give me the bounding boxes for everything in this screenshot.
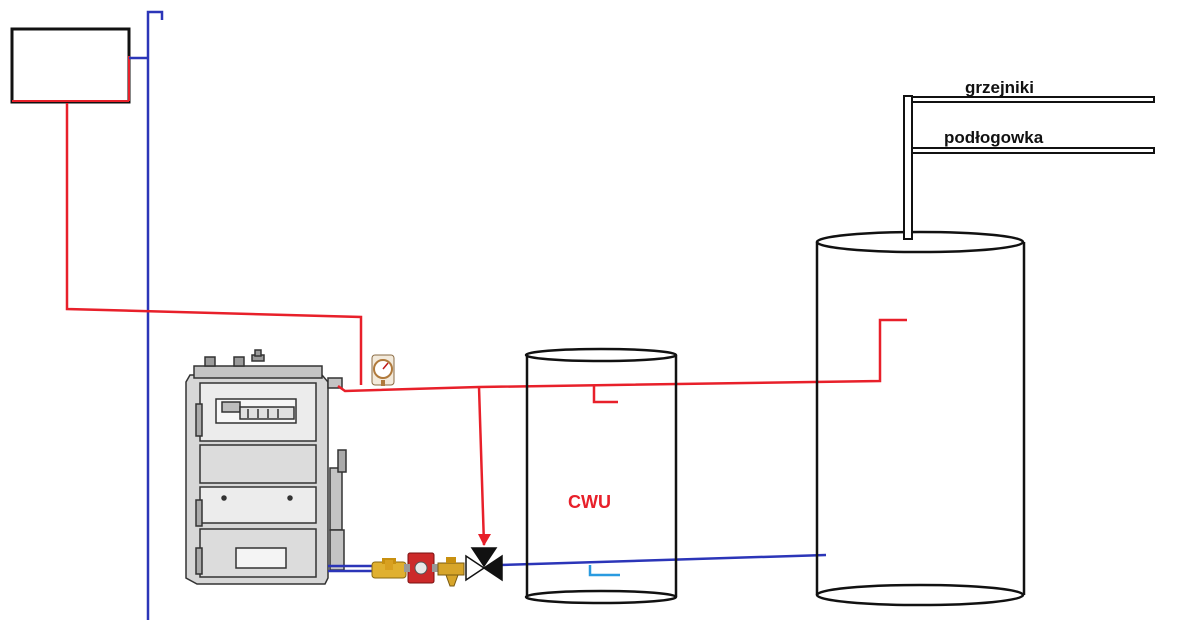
dhw-tank [524,347,678,605]
dhw-tank-label: CWU [568,492,611,512]
main-supply-pipe [337,318,907,546]
main-return-pipe [328,553,827,573]
heating-circuit-pipes [903,95,1155,240]
thermometer-icon [371,354,395,386]
floor-heating-label: podłogowka [944,128,1044,147]
radiators-label: grzejniki [965,78,1034,97]
solid-fuel-boiler [185,349,347,585]
cold-water-pipe [588,565,620,577]
circulation-pump-icon [404,552,438,584]
expansion-tank [10,27,131,104]
ball-valve-icon [371,558,407,579]
safety-supply-pipe [65,103,363,385]
buffer-tank [815,230,1026,607]
flow-arrow [478,534,491,546]
strainer-filter-icon [437,557,465,587]
three-way-valve-icon [465,547,503,582]
vent-riser-pipe [129,10,164,620]
